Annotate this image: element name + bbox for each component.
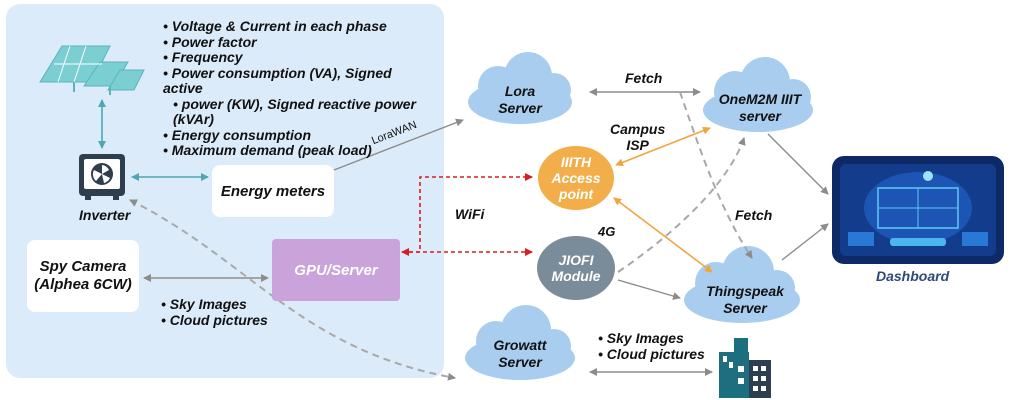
fetch-top-label: Fetch	[625, 70, 663, 86]
camera-label-line1: Spy Camera	[39, 258, 127, 275]
arrow-onem2m-dashboard	[767, 133, 829, 195]
metric-item: power (KW), Signed reactive power (kVAr)	[163, 95, 433, 128]
onem2m-server-label: OneM2M IIIT server	[710, 91, 810, 125]
arrow-ap-onem2m	[615, 126, 711, 167]
dashboard-screen-icon	[832, 156, 1004, 264]
inverter-label: Inverter	[79, 207, 131, 223]
campus-line: Campus	[610, 121, 666, 137]
list-item: Sky Images	[161, 296, 268, 313]
arrow-jiofi-thingspeak	[617, 279, 681, 300]
growatt-server-label: Growatt Server	[480, 337, 560, 371]
dashboard-label: Dashboard	[876, 268, 950, 284]
cloud-onem2m	[703, 57, 813, 132]
ap-line3: point	[558, 186, 594, 202]
cloud-growatt	[465, 305, 575, 380]
thingspeak-server-label: Thingspeak Server	[700, 283, 790, 317]
arrow-inverter-growatt	[129, 199, 456, 381]
metric-item: Maximum demand (peak load)	[163, 142, 433, 159]
inverter-icon	[79, 154, 125, 200]
cloud-lora	[468, 52, 572, 124]
ap-line1: IIITH	[560, 154, 592, 170]
metric-item: Frequency	[163, 49, 433, 66]
lora-server-label: Lora Server	[480, 83, 560, 117]
ap-line2: Access	[551, 170, 601, 186]
fetch-mid-label: Fetch	[735, 207, 773, 223]
arrow-fetch-dashed	[679, 91, 753, 259]
camera-label-line2: (Alphea 6CW)	[34, 276, 132, 293]
arrow-jiofi-onem2m	[617, 137, 746, 273]
jiofi-line1: JIOFI	[558, 252, 594, 268]
onem2m-line2: server	[738, 108, 782, 124]
jiofi-line2: Module	[551, 268, 601, 284]
arrow-ap-thingspeak	[613, 197, 713, 273]
metric-item: Power consumption (VA), Signed active	[163, 65, 433, 97]
campus-isp-label: Campus ISP	[610, 121, 665, 153]
lora-line2: Server	[498, 100, 542, 116]
cloud-thingspeak	[684, 246, 800, 323]
gpu-server-label: GPU/Server	[294, 261, 378, 279]
metric-item: Power factor	[163, 34, 433, 51]
onem2m-line1: OneM2M IIIT	[718, 91, 802, 107]
jiofi-node: JIOFI Module	[537, 236, 615, 300]
metric-item: Voltage & Current in each phase	[163, 18, 433, 35]
lora-line1: Lora	[504, 83, 536, 99]
growatt-line1: Growatt	[493, 337, 547, 353]
arrow-thingspeak-dashboard	[781, 223, 829, 261]
local-images-list: Sky Images Cloud pictures	[161, 296, 268, 329]
energy-meters-node: Energy meters	[212, 165, 334, 217]
list-item: Cloud pictures	[161, 312, 268, 329]
energy-meters-label: Energy meters	[220, 182, 326, 200]
list-item: Cloud pictures	[598, 346, 705, 363]
isp-line: ISP	[626, 137, 649, 153]
wifi-label: WiFi	[455, 206, 485, 222]
four-g-label: 4G	[598, 224, 616, 239]
solar-panel-icon	[39, 45, 145, 95]
growatt-line2: Server	[498, 354, 542, 370]
remote-images-list: Sky Images Cloud pictures	[598, 330, 705, 363]
thingspeak-line2: Server	[723, 300, 767, 316]
spy-camera-node: Spy Camera (Alphea 6CW)	[27, 240, 139, 312]
access-point-node: IIITH Access point	[538, 146, 614, 210]
building-icon	[719, 338, 771, 398]
gpu-server-node: GPU/Server	[272, 239, 400, 301]
list-item: Sky Images	[598, 330, 705, 347]
thingspeak-line1: Thingspeak	[706, 283, 784, 299]
metric-item-continued: power (KW), Signed reactive power (kVAr)	[173, 95, 416, 127]
metrics-list: Voltage & Current in each phase Power fa…	[163, 18, 433, 159]
metric-item: Energy consumption	[163, 127, 433, 144]
